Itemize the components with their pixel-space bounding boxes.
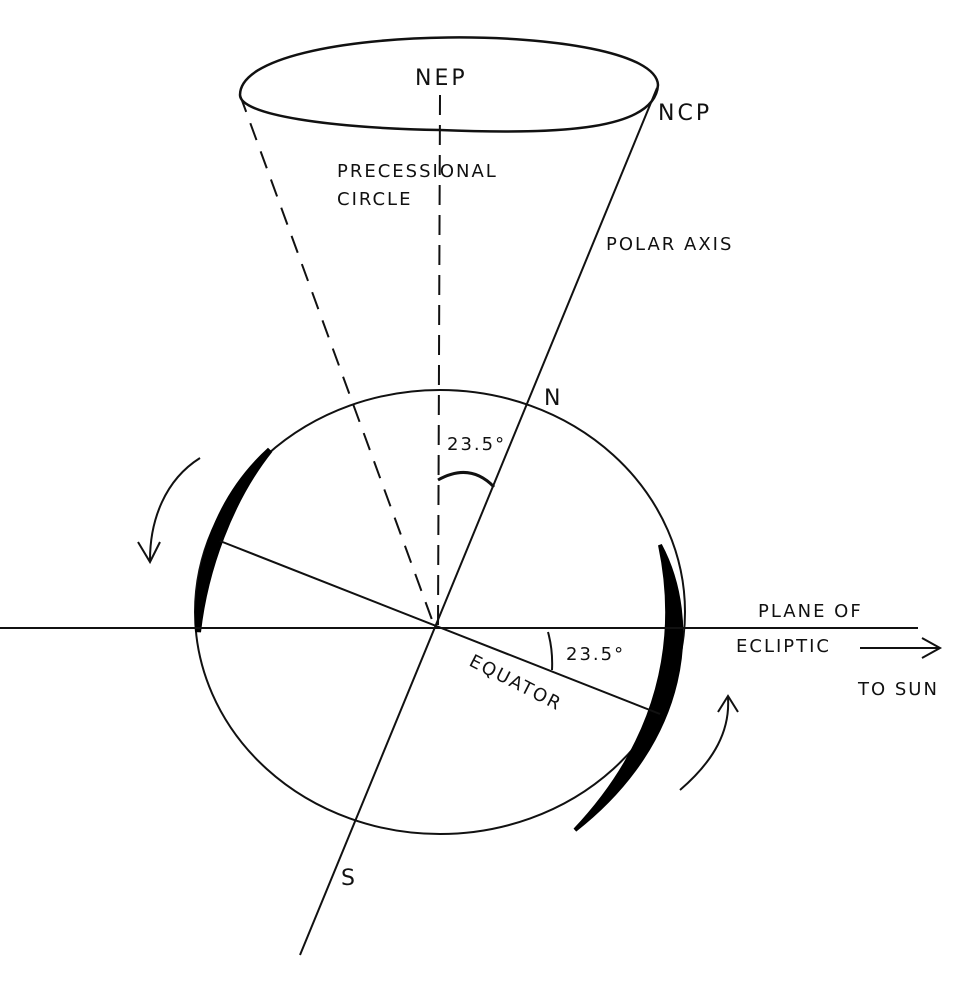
equator-line [219, 540, 661, 715]
equator-tilt-arc [547, 631, 554, 671]
nep-label: NEP [415, 66, 468, 91]
axial-tilt-arc [437, 470, 496, 489]
to-sun-arrow-head [921, 637, 943, 659]
cone-side-dashed [239, 94, 436, 629]
rotation-arrow-right-head [717, 694, 739, 713]
polar-axis-label: POLAR AXIS [606, 234, 733, 255]
precessional-label-line2: CIRCLE [337, 189, 412, 210]
polar-axis-line [299, 87, 658, 956]
equator-label: EQUATOR [466, 651, 566, 716]
ncp-label: NCP [658, 101, 712, 126]
equator-tilt-label: 23.5° [566, 644, 625, 665]
north-label: N [544, 386, 563, 411]
right-crescent-shading [573, 544, 684, 832]
to-sun-label: TO SUN [857, 679, 939, 700]
plane-label-line1: PLANE OF [758, 601, 863, 622]
axial-tilt-label: 23.5° [447, 434, 506, 455]
precessional-label-line1: PRECESSIONAL [337, 161, 498, 182]
left-crescent-shading [194, 447, 273, 633]
rotation-arrow-left [149, 457, 201, 561]
rotation-arrow-right [679, 697, 730, 791]
south-label: S [341, 866, 358, 891]
precessional-circle [238, 36, 660, 133]
plane-label-line2: ECLIPTIC [736, 636, 831, 657]
rotation-arrow-left-head [137, 541, 161, 565]
